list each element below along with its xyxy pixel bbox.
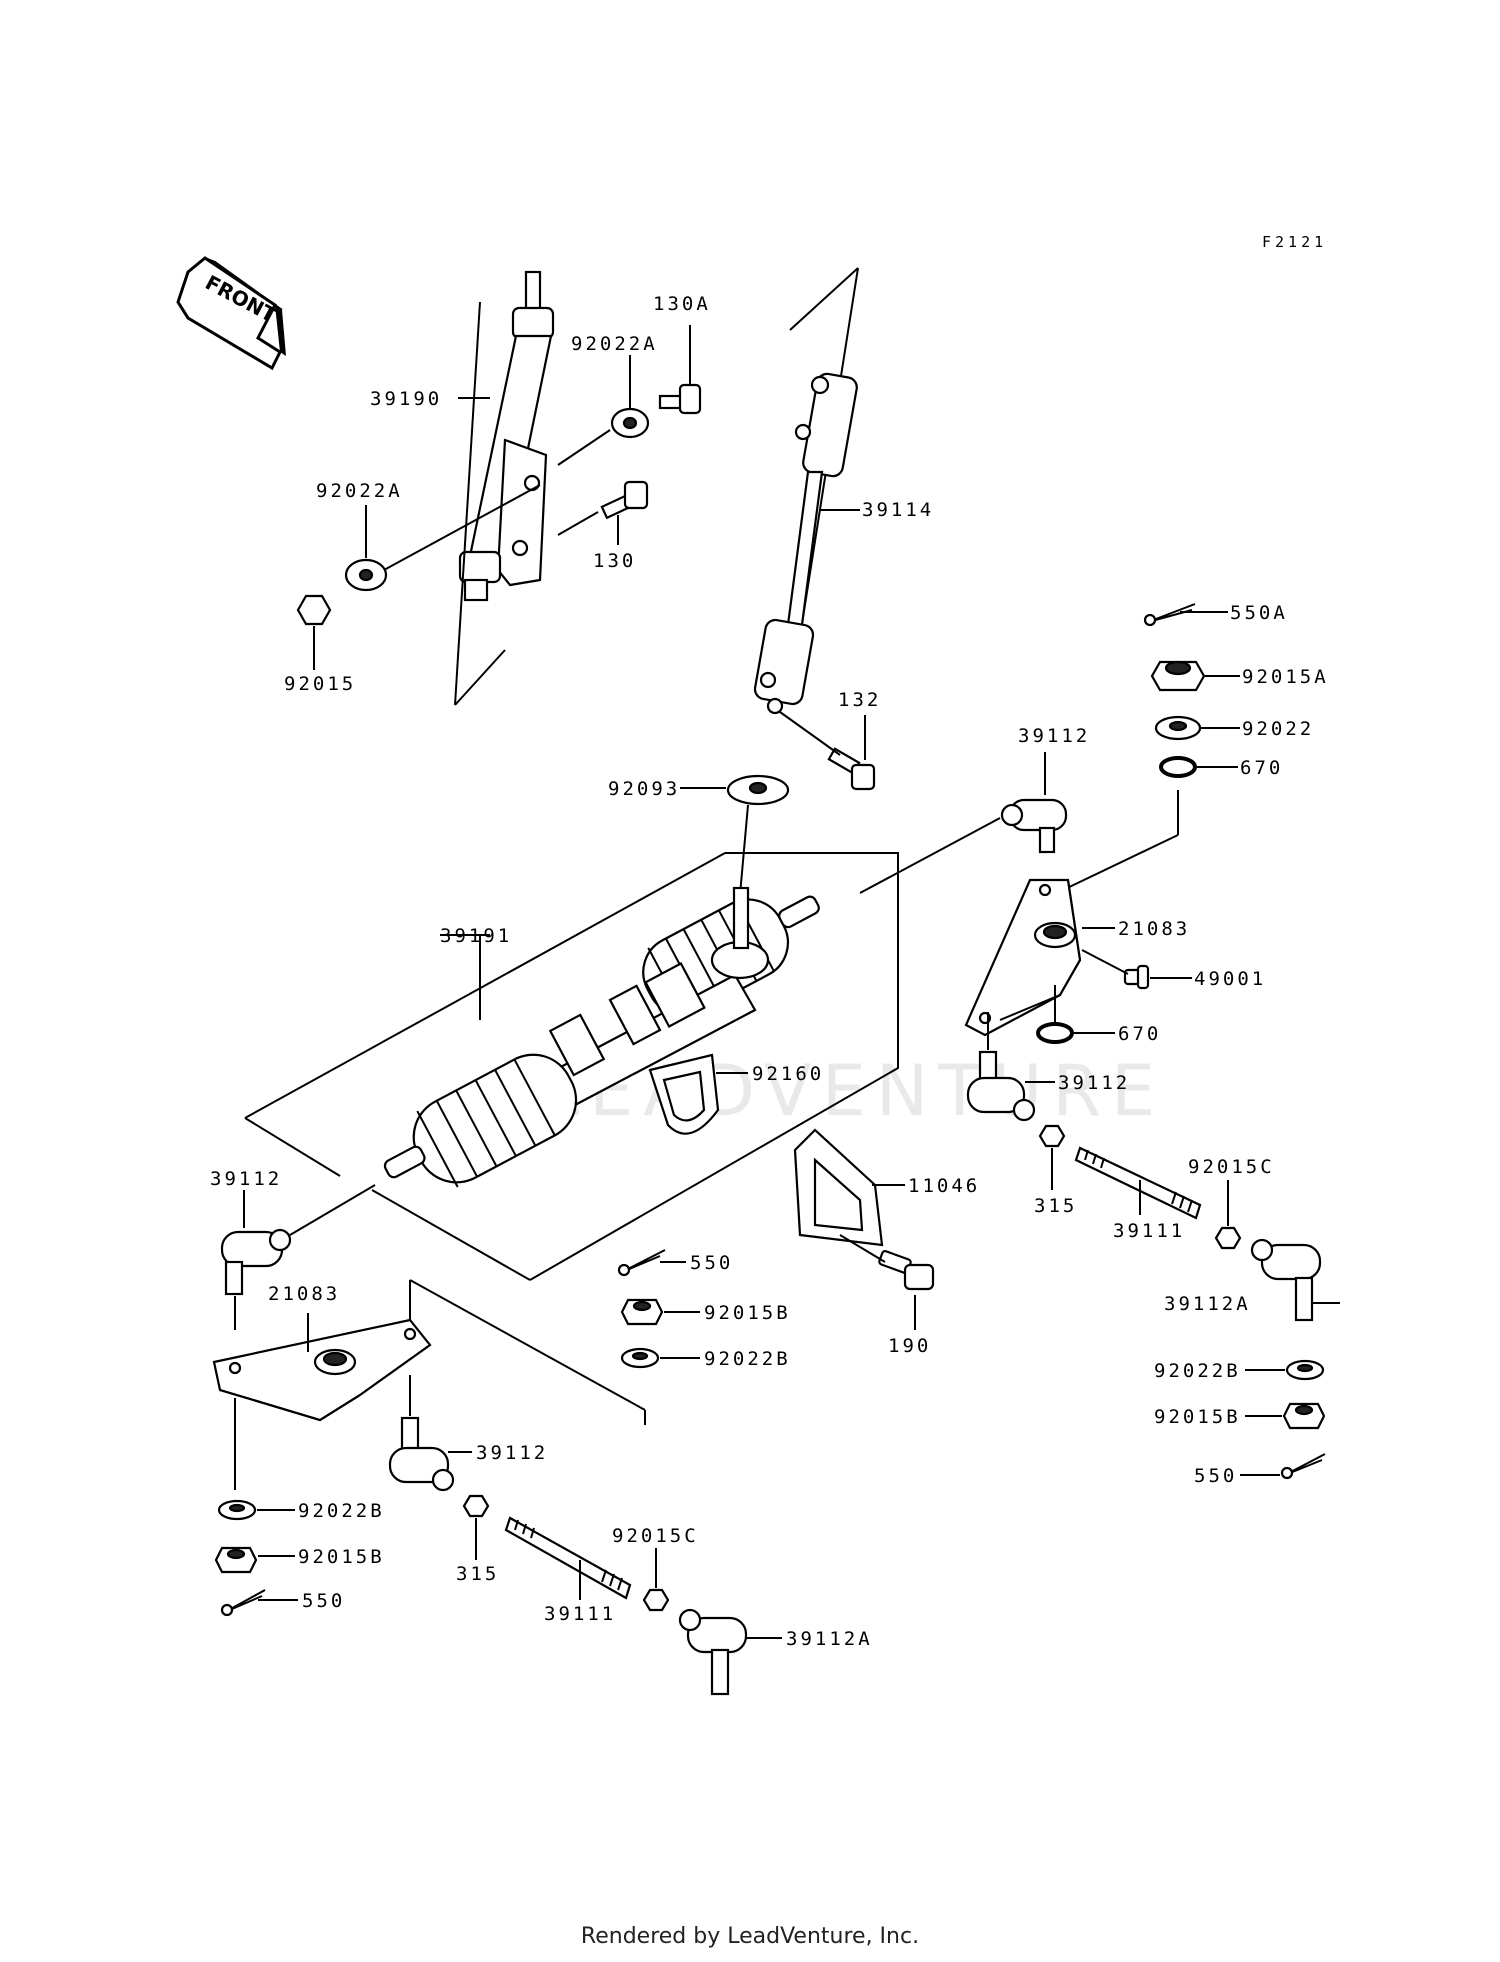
washer-92022A-top	[610, 407, 650, 439]
bolt-130	[600, 480, 649, 520]
washer-92022B-left	[217, 1499, 257, 1521]
tie-rod-end-39112-low	[388, 1416, 455, 1492]
bolt-132	[827, 747, 876, 791]
label-92015B-mid: 92015B	[704, 1302, 791, 1324]
label-315-left: 315	[456, 1563, 499, 1585]
label-39114: 39114	[862, 499, 934, 521]
washer-92093	[726, 774, 790, 806]
label-92022B-left: 92022B	[298, 1500, 385, 1522]
label-39191: 39191	[440, 925, 512, 947]
cotter-pin-550-left	[220, 1589, 266, 1617]
tie-rod-end-39112-left	[220, 1228, 292, 1296]
washer-92022A-left	[344, 558, 388, 592]
nut-92015C-left	[642, 1588, 670, 1612]
label-11046: 11046	[908, 1175, 980, 1197]
tie-rod-39111-left	[504, 1516, 632, 1600]
label-92022B-right: 92022B	[1154, 1360, 1241, 1382]
bolt-49001	[1123, 964, 1150, 990]
label-39111-left: 39111	[544, 1603, 616, 1625]
label-130A: 130A	[653, 293, 711, 315]
label-550A: 550A	[1230, 602, 1288, 624]
label-21083-left: 21083	[268, 1283, 340, 1305]
label-92022A-left: 92022A	[316, 480, 403, 502]
intermediate-shaft-39114	[753, 267, 859, 715]
label-550-mid: 550	[690, 1252, 733, 1274]
tie-rod-end-39112A-right	[1250, 1238, 1322, 1322]
cotter-pin-550A	[1143, 603, 1196, 627]
tie-rod-end-39112-right	[966, 1050, 1036, 1122]
washer-92022B-right	[1285, 1359, 1325, 1381]
nut-315-right	[1038, 1124, 1066, 1148]
o-ring-670-top	[1159, 756, 1197, 778]
pitman-arm-21083-right	[964, 878, 1082, 1037]
nut-92015C-right	[1214, 1226, 1242, 1250]
label-92015A: 92015A	[1242, 666, 1329, 688]
label-39190: 39190	[370, 388, 442, 410]
nut-92015B-mid	[620, 1298, 664, 1326]
front-arrow-icon: FRONT	[176, 256, 286, 371]
label-130: 130	[593, 550, 636, 572]
washer-92022B-mid	[620, 1347, 660, 1369]
label-92022A-top: 92022A	[571, 333, 658, 355]
tie-rod-39111-right	[1074, 1146, 1202, 1220]
label-92093: 92093	[608, 778, 680, 800]
bolt-130A	[658, 383, 702, 415]
label-670-top: 670	[1240, 757, 1283, 779]
washer-92022	[1154, 715, 1202, 741]
label-550-right: 550	[1194, 1465, 1237, 1487]
label-550-left: 550	[302, 1590, 345, 1612]
rack-box-outline	[244, 852, 899, 1281]
label-92015B-left: 92015B	[298, 1546, 385, 1568]
label-190: 190	[888, 1335, 931, 1357]
label-92015: 92015	[284, 673, 356, 695]
label-39112-right: 39112	[1058, 1072, 1130, 1094]
nut-92015	[296, 594, 332, 626]
cotter-pin-550-mid	[617, 1249, 666, 1277]
label-92022: 92022	[1242, 718, 1314, 740]
label-132: 132	[838, 689, 881, 711]
label-92022B-mid: 92022B	[704, 1348, 791, 1370]
tie-rod-end-39112-top	[1000, 798, 1068, 854]
tie-rod-end-39112A-left	[678, 1608, 748, 1696]
steering-shaft-39190	[454, 270, 555, 706]
nut-92015B-left	[214, 1546, 258, 1574]
label-92015B-right: 92015B	[1154, 1406, 1241, 1428]
bolt-190	[878, 1250, 935, 1291]
label-39112A-right: 39112A	[1164, 1293, 1251, 1315]
nut-92015B-right	[1282, 1402, 1326, 1430]
diagram-code: F2121	[1262, 233, 1327, 251]
label-39112-low: 39112	[476, 1442, 548, 1464]
label-92015C-left: 92015C	[612, 1525, 699, 1547]
o-ring-670-bottom	[1036, 1022, 1074, 1044]
label-39112A-left: 39112A	[786, 1628, 873, 1650]
footer-credit: Rendered by LeadVenture, Inc.	[580, 1924, 920, 1949]
label-39112-top: 39112	[1018, 725, 1090, 747]
nut-315-left	[462, 1494, 490, 1518]
label-92160: 92160	[752, 1063, 824, 1085]
label-49001: 49001	[1194, 968, 1266, 990]
cotter-pin-550-right	[1280, 1453, 1326, 1480]
clamp-11046	[793, 1128, 884, 1247]
steering-rack-39191	[383, 886, 820, 1188]
label-92015C-right: 92015C	[1188, 1156, 1275, 1178]
nut-92015A	[1150, 660, 1206, 692]
label-39111-right: 39111	[1113, 1220, 1185, 1242]
bracket-92160	[648, 1053, 720, 1135]
label-670-bottom: 670	[1118, 1023, 1161, 1045]
pitman-arm-21083-left	[212, 1318, 432, 1422]
label-39112-left: 39112	[210, 1168, 282, 1190]
label-315-right: 315	[1034, 1195, 1077, 1217]
label-21083-right: 21083	[1118, 918, 1190, 940]
